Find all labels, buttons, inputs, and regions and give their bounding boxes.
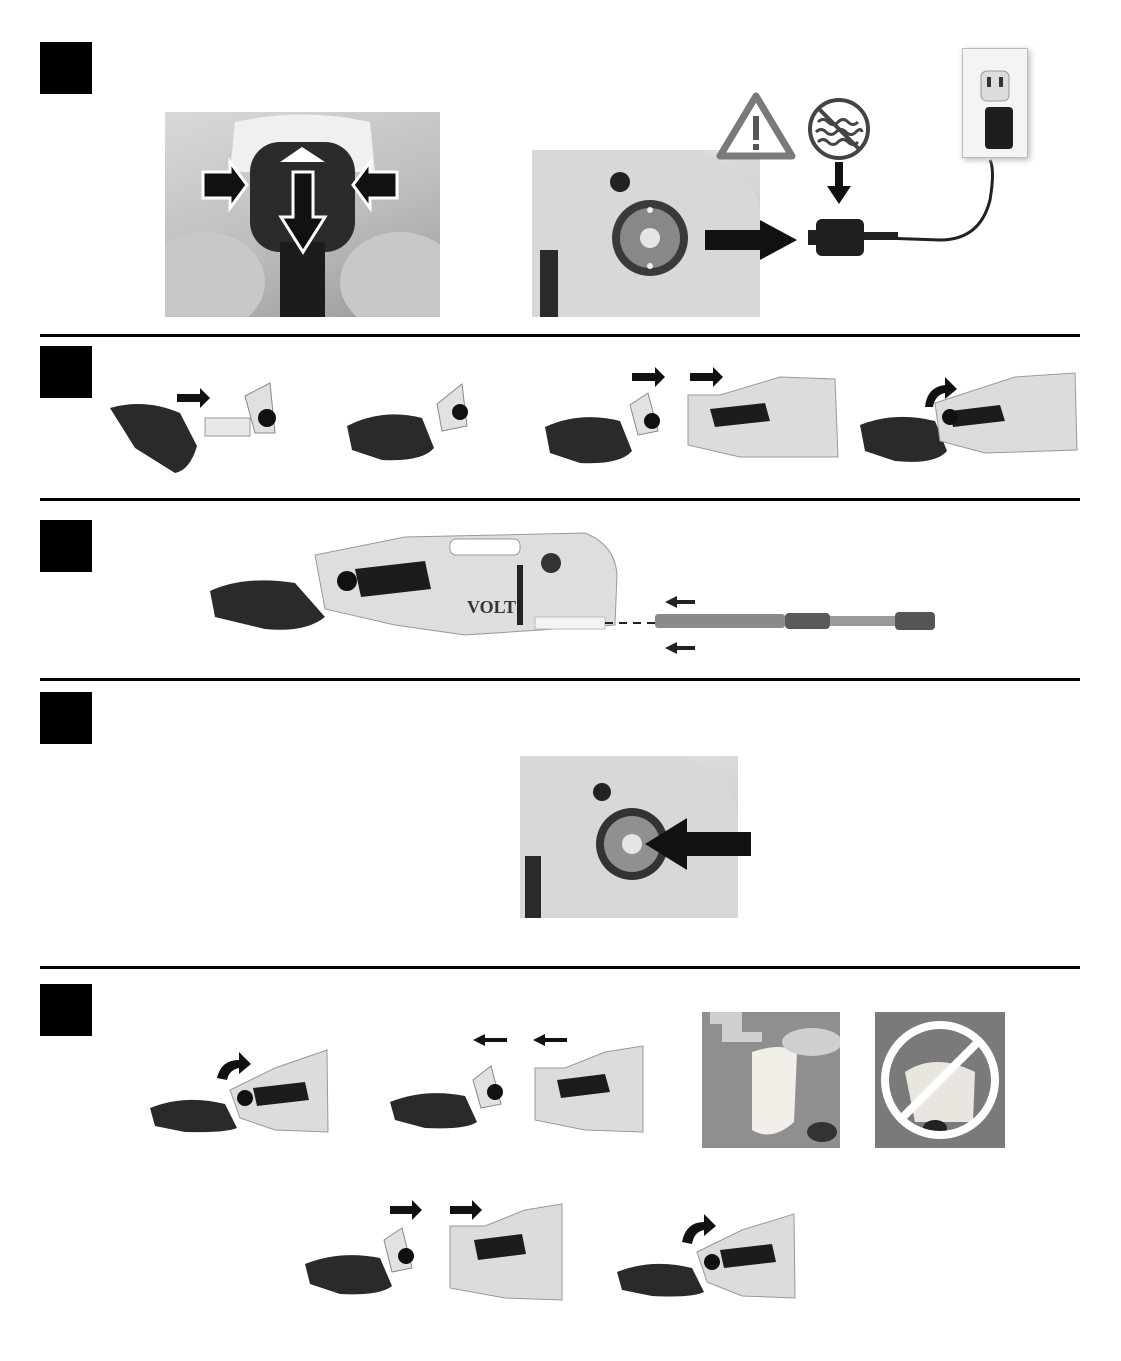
- step-3-marker: [40, 520, 92, 572]
- brush-head-removal-1: [145, 1048, 330, 1133]
- arrow-left-icon: [665, 642, 695, 654]
- brush-head-assembly-2: [342, 376, 482, 464]
- arrow-right-icon: [705, 220, 797, 260]
- arrow-right-icon: [390, 1200, 422, 1220]
- brand-logo: VOLT: [467, 597, 516, 617]
- brush-head-reassembly-2: [612, 1210, 797, 1300]
- section-divider: [40, 678, 1080, 681]
- step-5-marker: [40, 984, 92, 1036]
- arrow-left-icon: [533, 1034, 567, 1046]
- arrow-left-icon: [665, 596, 695, 608]
- section-divider: [40, 334, 1080, 337]
- brush-head-assembly-1: [105, 378, 285, 478]
- unplug-charger-photo: [165, 112, 440, 317]
- rotate-arrow-icon: [217, 1052, 251, 1080]
- brush-head-assembly-4: [855, 365, 1080, 470]
- section-divider: [40, 498, 1080, 501]
- warning-triangle-icon: [716, 92, 796, 160]
- step-1-marker: [40, 42, 92, 94]
- rinse-filter-photo: [702, 1012, 840, 1148]
- telescopic-pole-icon: [655, 596, 940, 656]
- step-2-marker: [40, 346, 92, 398]
- rotate-arrow-icon: [682, 1214, 716, 1244]
- arrow-right-icon: [177, 388, 210, 408]
- section-divider: [40, 966, 1080, 969]
- arrow-right-icon: [690, 367, 723, 387]
- arrow-right-icon: [632, 367, 665, 387]
- brush-head-reassembly-1: [300, 1198, 565, 1303]
- wall-outlet-icon: [962, 48, 1028, 158]
- prohibited-wringing-photo: [875, 1012, 1005, 1148]
- arrow-down-icon: [827, 162, 851, 204]
- brush-head-removal-2: [385, 1030, 645, 1135]
- arrow-left-icon: [645, 818, 751, 870]
- step-4-marker: [40, 692, 92, 744]
- brush-head-assembly-3: [540, 365, 840, 475]
- arrow-right-icon: [450, 1200, 482, 1220]
- arrow-left-icon: [473, 1034, 507, 1046]
- no-water-icon: [806, 96, 872, 162]
- vacuum-full-assembly: VOLT: [205, 525, 625, 645]
- alignment-dashed-line: [605, 618, 655, 628]
